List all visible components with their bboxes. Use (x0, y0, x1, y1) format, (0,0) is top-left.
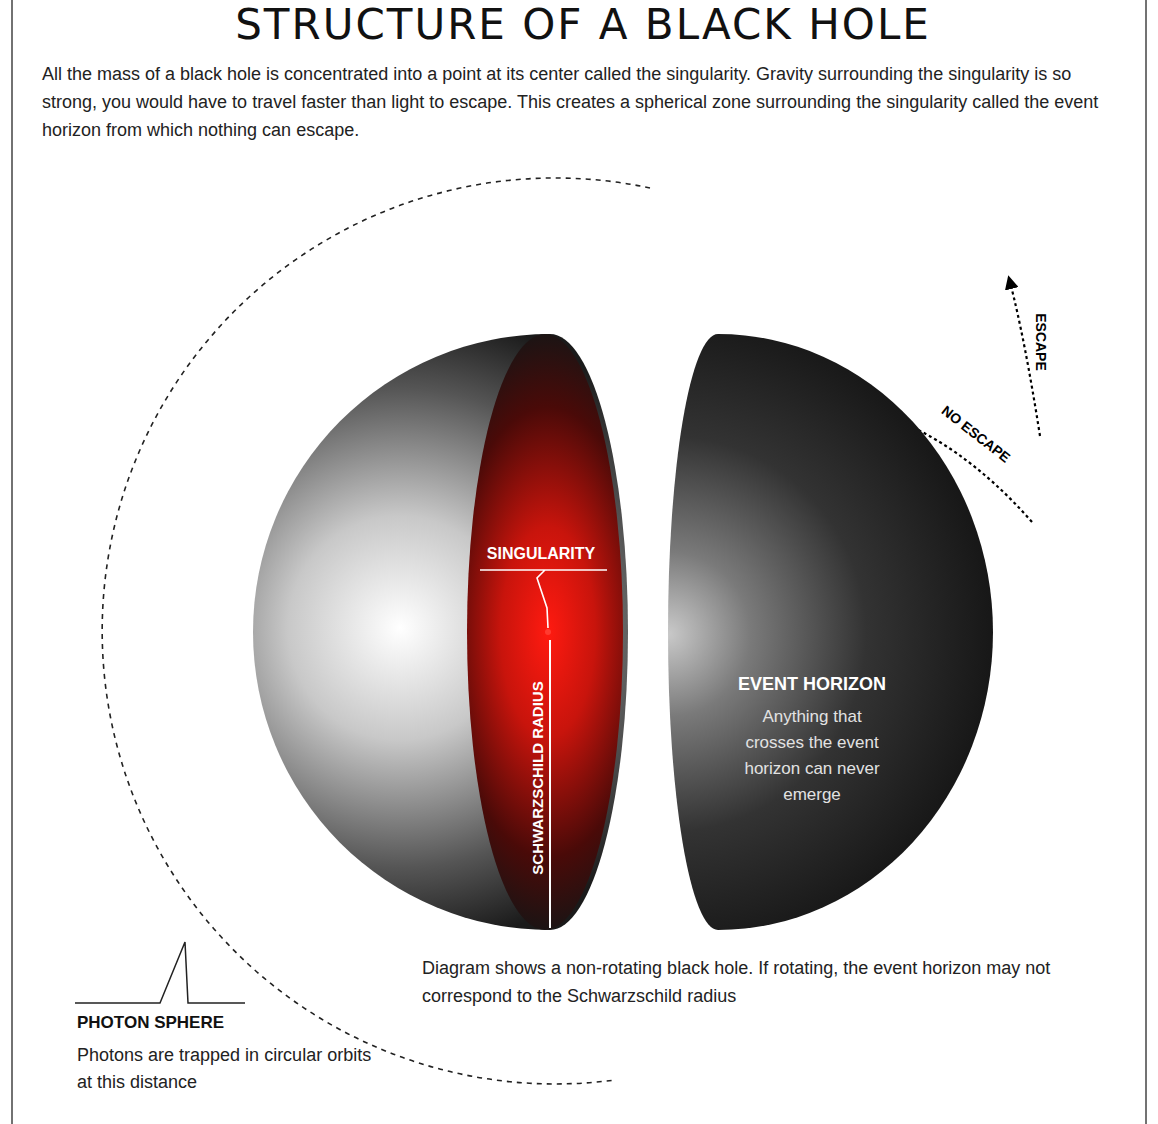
caption: All the mass of a black hole is concentr… (42, 60, 1127, 144)
cut-face (467, 334, 623, 930)
singularity-point (545, 629, 551, 635)
hemisphere-left (253, 334, 628, 930)
hemisphere-right (668, 334, 994, 931)
singularity-leader (480, 570, 607, 628)
title: STRUCTURE OF A BLACK HOLE (235, 0, 931, 49)
photon-sphere-note: Photons are trapped in circular orbits a… (77, 1042, 377, 1096)
singularity-label: SINGULARITY (487, 545, 595, 563)
photon-sphere (102, 178, 650, 1084)
photon-sphere-label: PHOTON SPHERE (77, 1013, 224, 1033)
radius-line (549, 640, 551, 928)
event-horizon-node: EVENT HORIZON Anything that crosses the e… (668, 334, 994, 931)
node-heading: EVENT HORIZON (702, 672, 922, 696)
no-escape-label: NO ESCAPE (939, 402, 1014, 465)
radius-label: SCHWARZSCHILD RADIUS (529, 681, 546, 874)
frame (12, 0, 1146, 1124)
node-body: Anything that crosses the event horizon … (732, 704, 892, 808)
photon-leader (75, 942, 245, 1003)
escape-label: ESCAPE (1033, 313, 1049, 371)
diagram-note: Diagram shows a non-rotating black hole.… (422, 954, 1102, 1010)
hemisphere-shape (668, 334, 993, 930)
node-text: EVENT HORIZON Anything that crosses the e… (702, 672, 922, 808)
